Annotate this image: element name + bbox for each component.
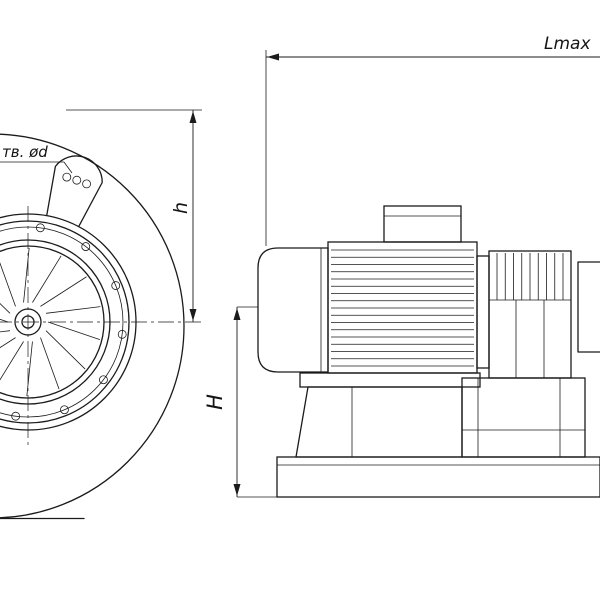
impeller-blade	[0, 337, 16, 349]
flange-bolt-hole	[81, 242, 91, 251]
impeller-blade	[45, 330, 86, 370]
impeller-blades	[0, 247, 101, 397]
lmax-arrow-left-icon	[267, 53, 279, 61]
H-arrow-up-icon	[233, 308, 241, 320]
lug-hole	[82, 179, 91, 189]
holes-note-leader	[63, 161, 73, 174]
base-frame	[276, 456, 600, 498]
impeller-blade	[32, 255, 62, 303]
flange-bolt-hole	[111, 281, 121, 290]
front-view	[0, 133, 204, 520]
impeller-blade	[26, 341, 33, 397]
motor-pedestal	[295, 386, 463, 458]
h-dimension-label: h	[170, 202, 192, 214]
motor-stator	[327, 241, 478, 374]
motor-cooling-fins	[331, 249, 474, 367]
side-view	[257, 205, 600, 498]
impeller-blade	[0, 330, 11, 333]
lug-hole	[62, 172, 72, 182]
flange-bolt-hole	[99, 375, 108, 385]
h-arrow-up-icon	[189, 111, 197, 123]
lug-hole	[72, 175, 82, 185]
holes-note-label: тв. ød	[2, 143, 48, 161]
motor-flange	[476, 255, 490, 369]
motor-fan-cowl	[257, 247, 329, 373]
bearing-base-block	[461, 377, 586, 458]
dimension-lmax: Lmax	[265, 34, 600, 246]
flange-bolt-hole	[35, 223, 45, 233]
flange-bolt-hole	[11, 411, 21, 421]
impeller-blade	[40, 337, 60, 390]
H-dimension-label: H	[203, 394, 227, 410]
flange-bolts	[11, 223, 127, 421]
flange-bolt-hole	[117, 329, 127, 339]
mounting-lug	[46, 155, 103, 228]
holes-note: тв. ød	[0, 143, 73, 174]
dimension-h: h	[66, 109, 202, 322]
impeller-blade	[0, 262, 16, 307]
flange-bolt-hole	[60, 405, 69, 415]
motor-junction-box	[383, 205, 462, 243]
impeller-blade	[45, 306, 101, 314]
fan-housing-partial	[577, 261, 600, 353]
H-arrow-down-icon	[233, 484, 241, 496]
impeller-blade	[0, 341, 24, 381]
impeller-blade	[23, 247, 30, 303]
impeller-blade	[47, 321, 101, 340]
dimension-H: H	[203, 306, 277, 498]
h-arrow-down-icon	[189, 309, 197, 321]
scroll-housing-circle	[0, 133, 185, 519]
impeller-blade	[40, 276, 87, 307]
motor-foot-plate	[299, 372, 481, 388]
drive-block-ribs	[496, 253, 564, 300]
lmax-dimension-label: Lmax	[544, 34, 591, 54]
impeller-blade	[0, 302, 11, 314]
